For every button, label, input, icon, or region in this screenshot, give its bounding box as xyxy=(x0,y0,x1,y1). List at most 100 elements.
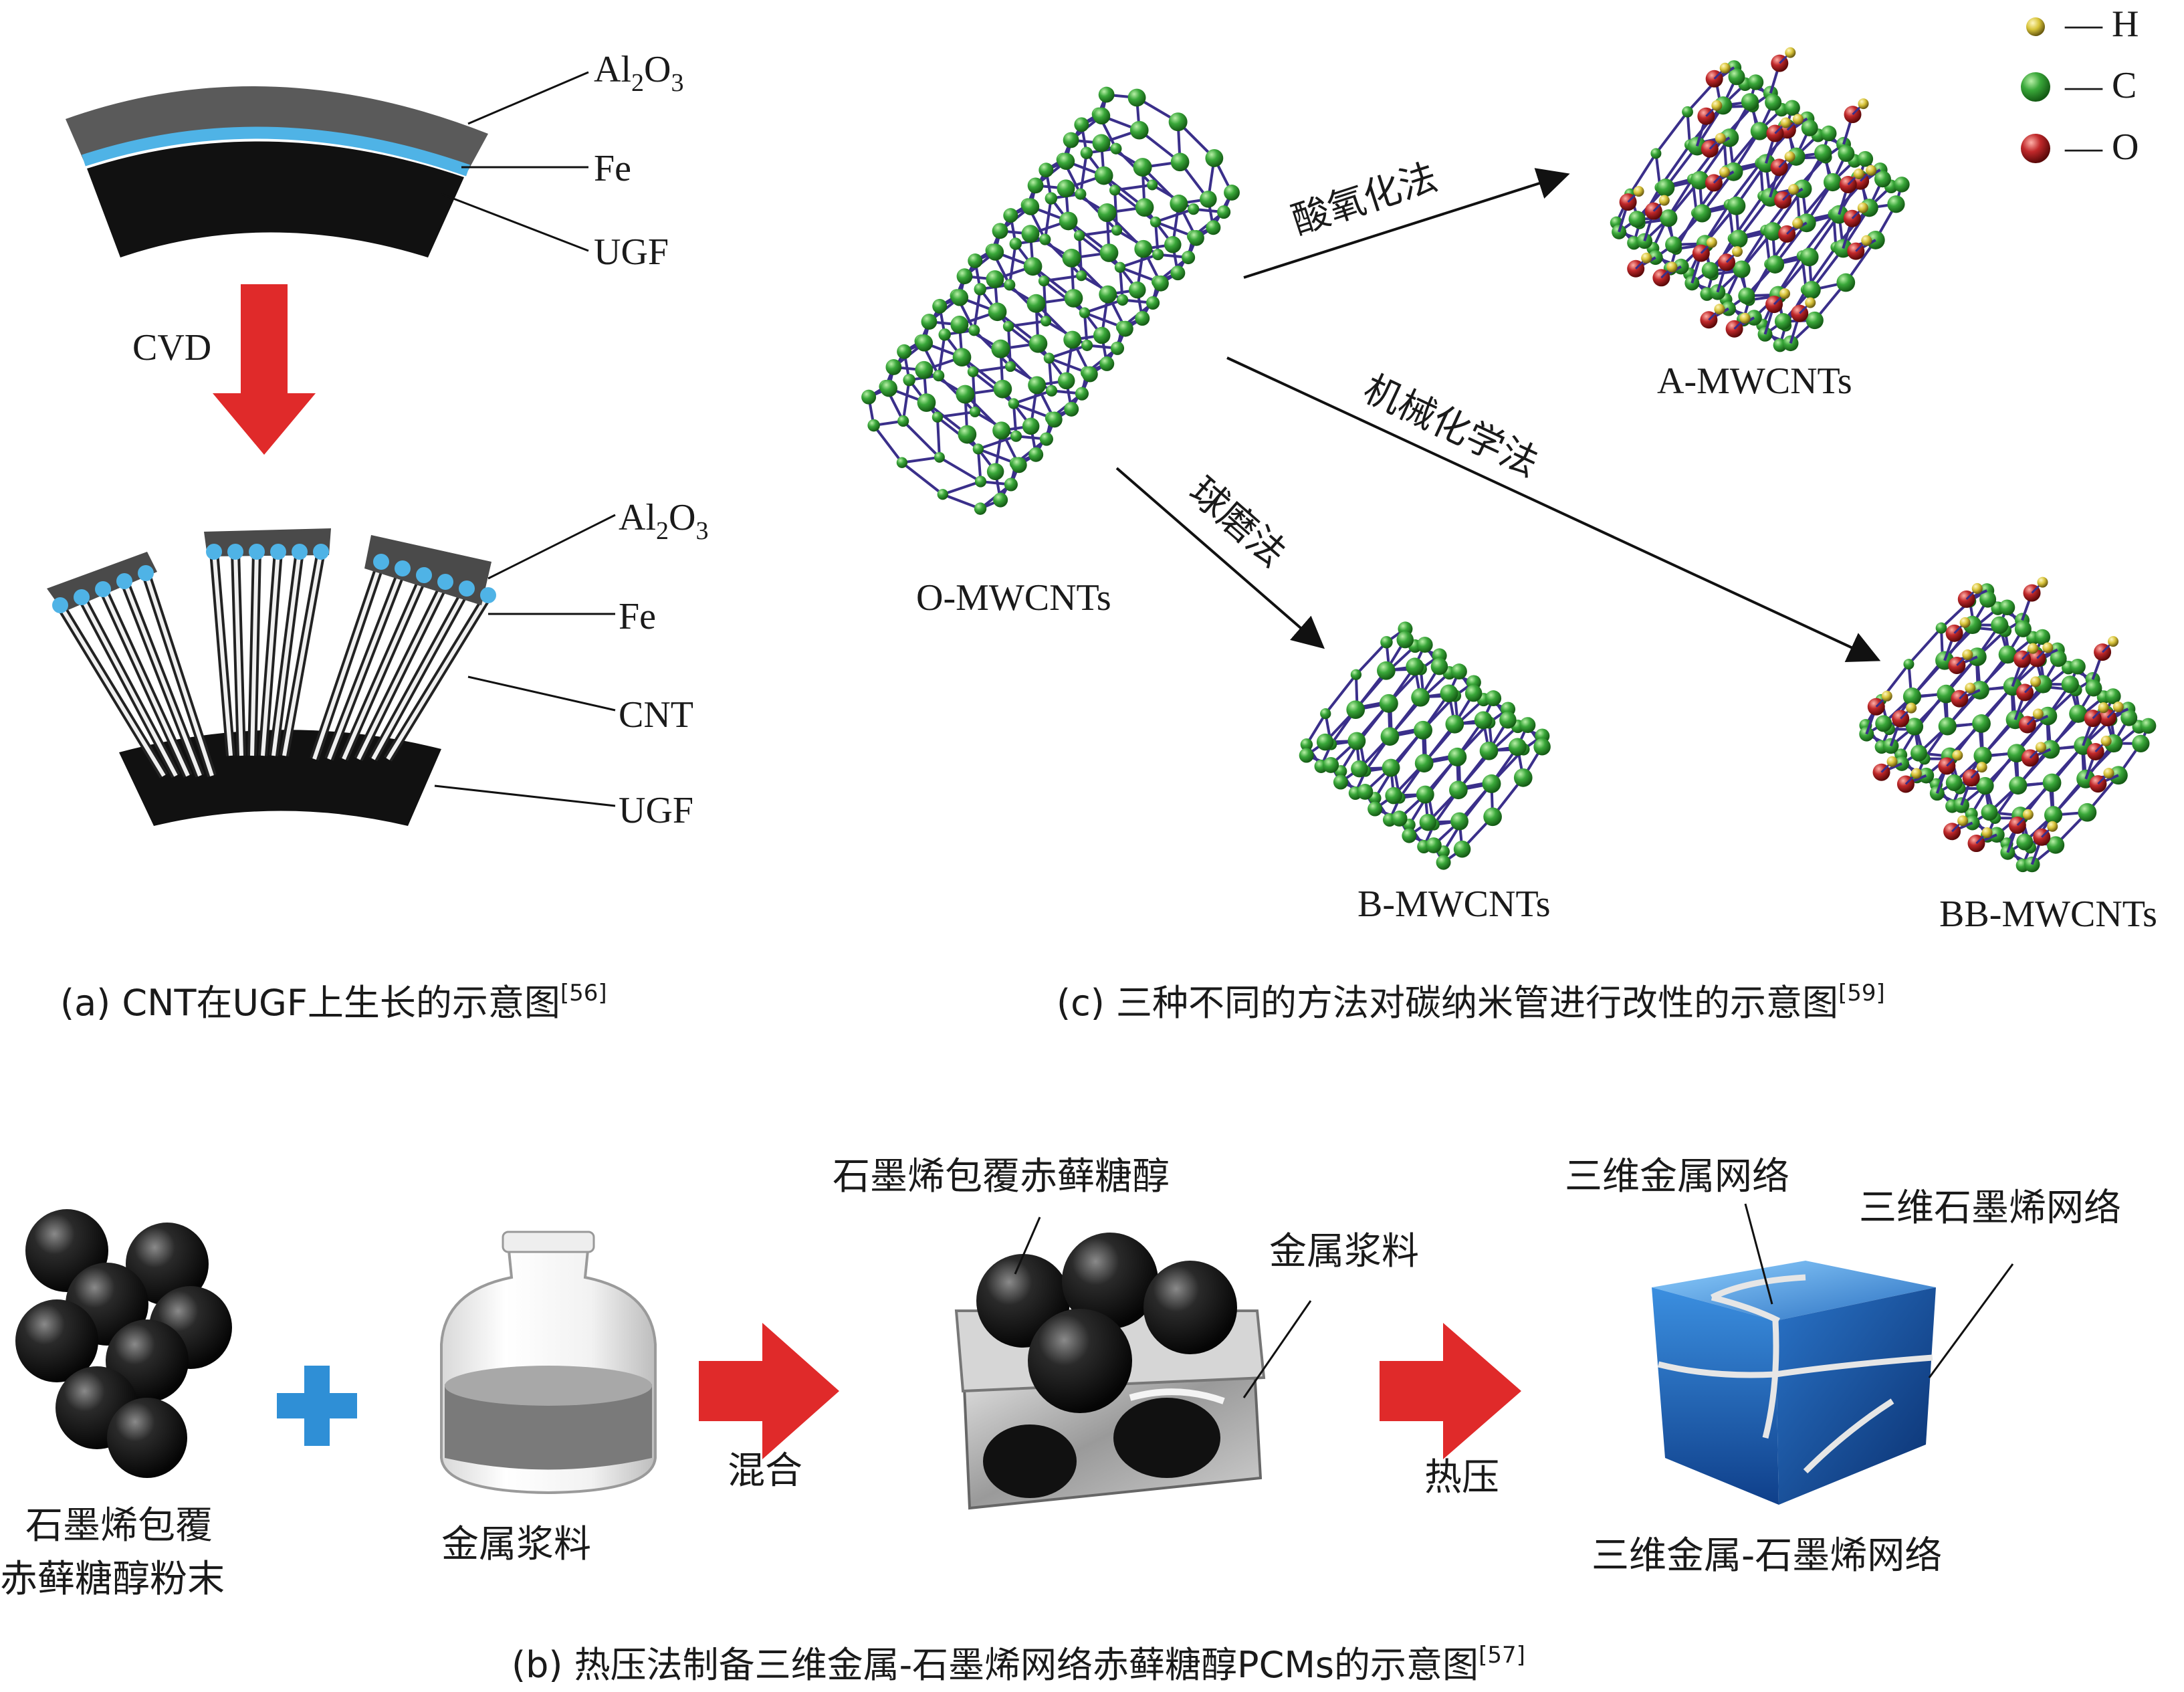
carbon-atom xyxy=(1094,166,1113,185)
legend-o-atom xyxy=(2021,134,2050,163)
hydrogen-atom xyxy=(1739,312,1751,324)
carbon-atom xyxy=(2009,776,2028,795)
slurry-surface xyxy=(445,1366,652,1406)
carbon-atom xyxy=(1628,211,1646,228)
leader-graphene-net xyxy=(1928,1263,2014,1378)
carbon-atom xyxy=(1894,177,1910,193)
cnt-tubes xyxy=(56,550,492,778)
hydrogen-atom xyxy=(2047,821,2058,832)
carbon-atom xyxy=(1823,173,1842,192)
label-fe-bottom: Fe xyxy=(619,596,656,637)
carbon-atom xyxy=(915,334,934,352)
carbon-atom xyxy=(2109,766,2128,785)
carbon-atom xyxy=(974,475,987,488)
carbon-atom xyxy=(1976,776,1994,795)
c-c-bond xyxy=(942,493,981,510)
carbon-atom xyxy=(1738,287,1755,304)
carbon-atom xyxy=(950,316,969,334)
cube-right-face xyxy=(1775,1287,1936,1505)
coated-sphere xyxy=(1062,1233,1158,1329)
carbon-atom xyxy=(1110,341,1125,355)
metal-network-lines xyxy=(1657,1274,1933,1474)
carbon-atom xyxy=(1063,132,1079,148)
fe-catalyst-dots xyxy=(52,544,496,613)
carbon-atom xyxy=(1351,760,1368,778)
carbon-atom xyxy=(861,389,877,405)
c-c-bond xyxy=(1907,627,1943,665)
carbon-atom xyxy=(2105,688,2121,704)
carbon-atom xyxy=(1099,243,1119,262)
hydrogen-atom xyxy=(1714,304,1725,315)
c-c-bond xyxy=(1013,402,1052,419)
carbon-atom xyxy=(1729,229,1748,248)
carbon-atom xyxy=(1937,684,1956,704)
c-c-bond xyxy=(1043,280,1086,314)
label-bb-mwcnts: BB-MWCNTs xyxy=(1939,893,2157,935)
label-mechanochemical: 机械化学法 xyxy=(1357,367,1545,486)
hydrogen-atom xyxy=(1959,617,1971,628)
hydrogen-atom xyxy=(1952,750,1963,761)
carbon-atom xyxy=(1665,236,1682,253)
carbon-atom xyxy=(1028,334,1048,353)
fe-dot xyxy=(459,580,475,597)
label-o-mwcnts: O-MWCNTs xyxy=(916,577,1111,619)
carbon-atom xyxy=(1979,591,1997,608)
hydrogen-atom xyxy=(1715,132,1726,144)
carbon-atom xyxy=(1059,211,1078,231)
carbon-atom xyxy=(1414,754,1434,773)
carbon-atom xyxy=(1026,294,1046,313)
hydrogen-atom xyxy=(1706,237,1717,248)
carbon-atom xyxy=(1009,237,1022,250)
c-c-bond xyxy=(1007,325,1051,360)
c-c-bond xyxy=(901,461,944,496)
carbon-atom xyxy=(2085,679,2102,697)
arrow-mechanochemical xyxy=(1226,356,1881,662)
hydrogen-atom xyxy=(1784,151,1795,163)
carbon-atom xyxy=(1182,250,1196,265)
carbon-atom xyxy=(2078,803,2097,822)
carbon-atom xyxy=(1021,225,1040,243)
label-al2o3-bottom: Al2O3 xyxy=(619,497,708,545)
c-c-bond xyxy=(942,480,982,496)
carbon-atom xyxy=(1464,684,1483,702)
c-c-bond xyxy=(1155,221,1194,238)
carbon-atom xyxy=(867,419,880,432)
carbon-atom xyxy=(1027,177,1044,194)
carbon-atom xyxy=(1380,636,1393,649)
carbon-atom xyxy=(1656,179,1675,197)
label-3d-graphene-network: 三维石墨烯网络 xyxy=(1859,1186,2121,1230)
carbon-atom xyxy=(1093,326,1111,344)
coated-powder-spheres xyxy=(15,1209,232,1478)
hydrogen-atom xyxy=(1792,114,1804,125)
al2o3-cap-middle xyxy=(204,528,331,556)
carbon-atom xyxy=(1419,813,1437,831)
carbon-atom xyxy=(1028,447,1044,462)
carbon-atom xyxy=(1129,281,1146,299)
carbon-atom xyxy=(1513,768,1533,787)
carbon-atom xyxy=(1485,690,1502,707)
cnt-tube-core xyxy=(356,580,447,760)
c-c-bond xyxy=(1084,298,1123,314)
cube-top-face xyxy=(1652,1261,1936,1321)
carbon-atom xyxy=(1010,457,1027,473)
carbon-atom xyxy=(1097,203,1117,223)
cvd-arrow xyxy=(213,284,316,455)
c-c-bond xyxy=(1119,253,1159,269)
c-c-bond xyxy=(978,447,1016,465)
label-acid-oxidation: 酸氧化法 xyxy=(1287,155,1442,243)
carbon-atom xyxy=(1380,727,1400,746)
carbon-atom xyxy=(2044,806,2063,825)
cnt-tube-core xyxy=(261,551,280,756)
carbon-atom xyxy=(1046,411,1063,428)
carbon-atom xyxy=(1436,855,1451,870)
cnt-tube-core xyxy=(233,551,243,756)
hydrogen-atom xyxy=(1853,168,1864,179)
hydrogen-atom xyxy=(1719,62,1731,74)
panel-b: 石墨烯包覆 赤藓糖醇粉末 金属浆料 混合 xyxy=(0,1155,2121,1686)
carbon-atom xyxy=(2120,709,2138,726)
carbon-atom xyxy=(1170,152,1190,172)
carbon-atom xyxy=(2042,773,2062,792)
carbon-atom xyxy=(1836,273,1856,292)
carbon-atom xyxy=(1368,801,1383,817)
